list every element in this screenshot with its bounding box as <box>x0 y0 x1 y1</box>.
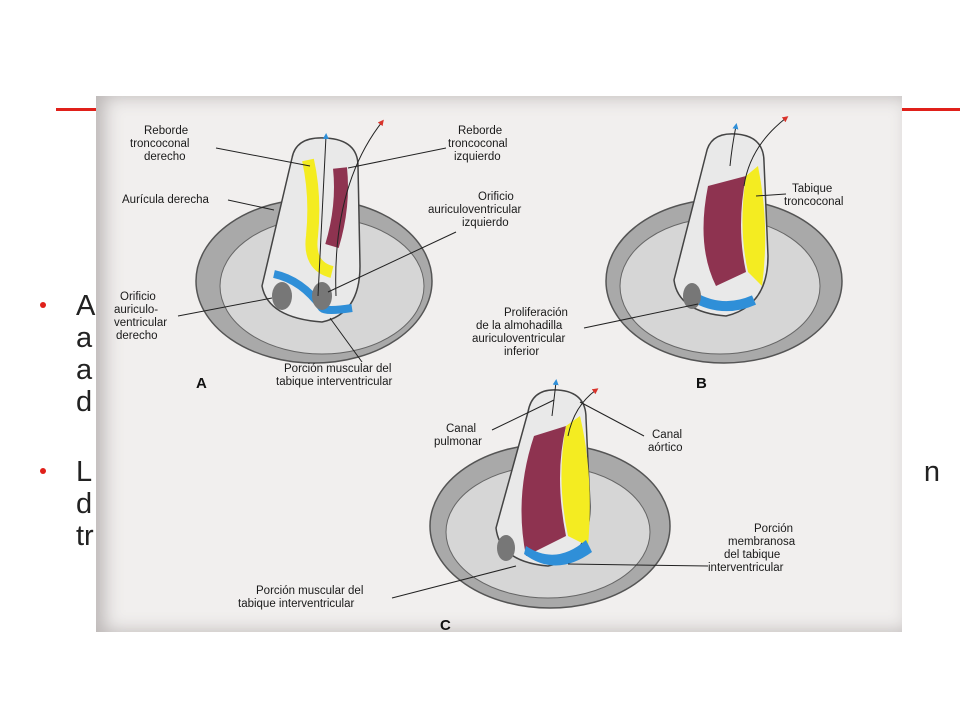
bullet-1-line-2: a <box>76 322 93 354</box>
bullet-list: A a a d L n d tr <box>40 290 940 590</box>
bullet-1-line-3: a <box>76 354 93 386</box>
leader-a4 <box>327 231 457 293</box>
leader-a1 <box>215 147 311 167</box>
panel-c-blue-arrow <box>551 379 559 417</box>
panel-a-letter: A <box>196 375 207 392</box>
panel-b-red-arrow <box>743 116 789 187</box>
panel-b-letter: B <box>696 375 707 392</box>
panel-a-left-orifice <box>312 282 332 310</box>
leader-b1 <box>755 193 787 197</box>
bullet-1-line-4: d <box>76 386 93 418</box>
label-a3: Aurícula derecha <box>122 194 210 206</box>
leader-a5 <box>177 297 273 317</box>
panel-a-right-orifice <box>272 282 292 310</box>
panel-a-red-arrow <box>335 119 384 297</box>
bullet-1-line-1: A <box>76 290 96 322</box>
leader-c1 <box>491 399 555 431</box>
bullet-2: L n d tr <box>40 456 940 552</box>
bullet-2-line-1: L <box>76 456 93 488</box>
leader-a6 <box>329 317 363 363</box>
bullet-dot <box>40 468 46 474</box>
panel-c-maroon-septum <box>521 426 566 556</box>
bullet-1: A a a d <box>40 290 940 418</box>
panel-a-maroon-ridge <box>325 167 348 249</box>
leader-c3 <box>567 563 709 567</box>
panel-b-blue-arrow <box>729 123 739 167</box>
leader-b2 <box>583 303 699 329</box>
bullet-2-line-3: tr <box>76 520 94 552</box>
leader-a3 <box>227 199 275 211</box>
panel-c-right-orifice <box>497 535 515 561</box>
bullet-dot <box>40 302 46 308</box>
panel-b-right-orifice <box>683 283 701 309</box>
leader-c2 <box>579 401 645 437</box>
panel-b-maroon-septum <box>703 176 746 286</box>
panel-c-blue-membrane <box>524 540 592 566</box>
panel-c-letter: C <box>440 617 451 632</box>
bullet-2-line-2: d <box>76 488 93 520</box>
bullet-2-line-1-end: n <box>923 456 940 488</box>
panel-c-yellow-septum <box>561 416 590 546</box>
panel-a-blue-arrow <box>317 133 329 297</box>
leader-a2 <box>347 147 447 169</box>
panel-c-red-arrow <box>567 388 599 437</box>
leader-c4 <box>391 565 517 599</box>
